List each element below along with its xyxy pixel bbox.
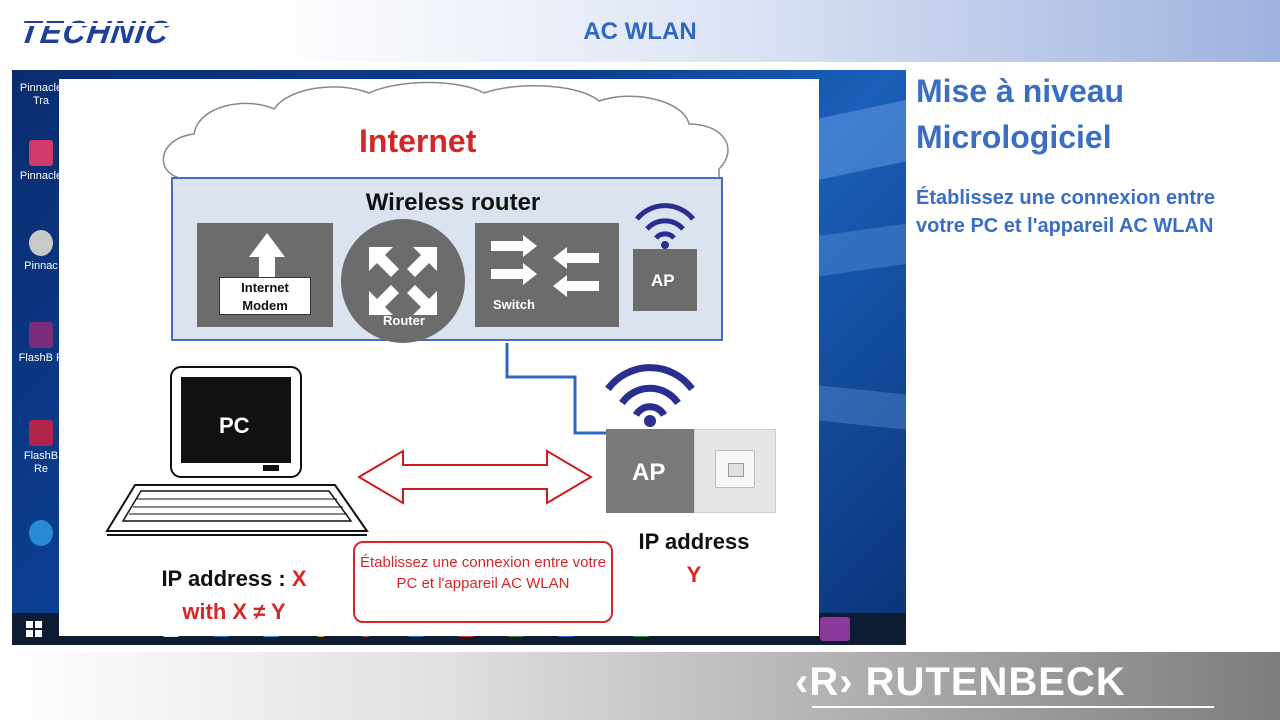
wireless-router-title: Wireless router [365,189,541,216]
router-label: Router [383,313,425,328]
slide-footer [0,652,1280,720]
windows-start-icon[interactable] [26,621,42,637]
ap-ip-address-label: IP address [638,529,750,554]
footer-underline [812,706,1214,708]
desktop-icon[interactable]: Pinnacle Tra [19,82,63,107]
internet-label: Internet [359,123,477,159]
rutenbeck-logo: ‹R› RUTENBECK [795,660,1126,704]
desktop-icon[interactable]: Pinnacle [16,140,66,183]
taskbar-app-icon[interactable] [820,617,850,641]
pc-ip-address: IP address : X [161,566,307,591]
modem-tile: Internet Modem [197,223,333,327]
section-heading: Mise à niveau Micrologiciel [916,73,1125,155]
modem-label-box: Internet Modem [219,277,311,315]
switch-arrows-icon [491,235,599,297]
desktop-icon[interactable]: FlashB P [16,322,66,365]
ethernet-jack-image [694,429,776,513]
ap-ip-address-value: Y [686,562,702,587]
slide-title: AC WLAN [583,18,697,45]
technic-logo: TECHNIC [17,14,172,50]
desktop-icon[interactable]: Pinnac [16,230,66,273]
wireless-router-box: Wireless router Internet Modem Router [171,177,723,343]
wifi-icon [635,203,695,249]
section-instruction: Établissez une connexion entre votre PC … [916,187,1215,237]
internet-cloud-outline [162,81,729,505]
pc-icon [105,366,369,536]
switch-label: Switch [493,297,535,312]
ap-big-label: AP [632,459,666,486]
router-arrows-icon [369,247,437,315]
ap-big-tile: AP [606,429,694,513]
connection-note: Établissez une connexion entre votre PC … [353,541,613,623]
ip-condition: with X ≠ Y [182,599,286,624]
pc-label: PC [219,413,250,438]
router-tile: Router [341,219,465,343]
desktop-icon[interactable] [16,520,66,550]
up-arrow-icon [249,233,285,278]
ap-small-label: AP [651,271,675,290]
ap-small-tile: AP [633,249,697,311]
slide-header: TECHNIC AC WLAN [0,0,1280,62]
switch-tile: Switch [475,223,619,327]
desktop-icon[interactable]: FlashB Re [16,420,66,476]
wifi-icon [605,364,695,427]
network-diagram: Internet Wireless router Internet Modem [59,79,819,636]
ethernet-port-icon [715,450,755,488]
